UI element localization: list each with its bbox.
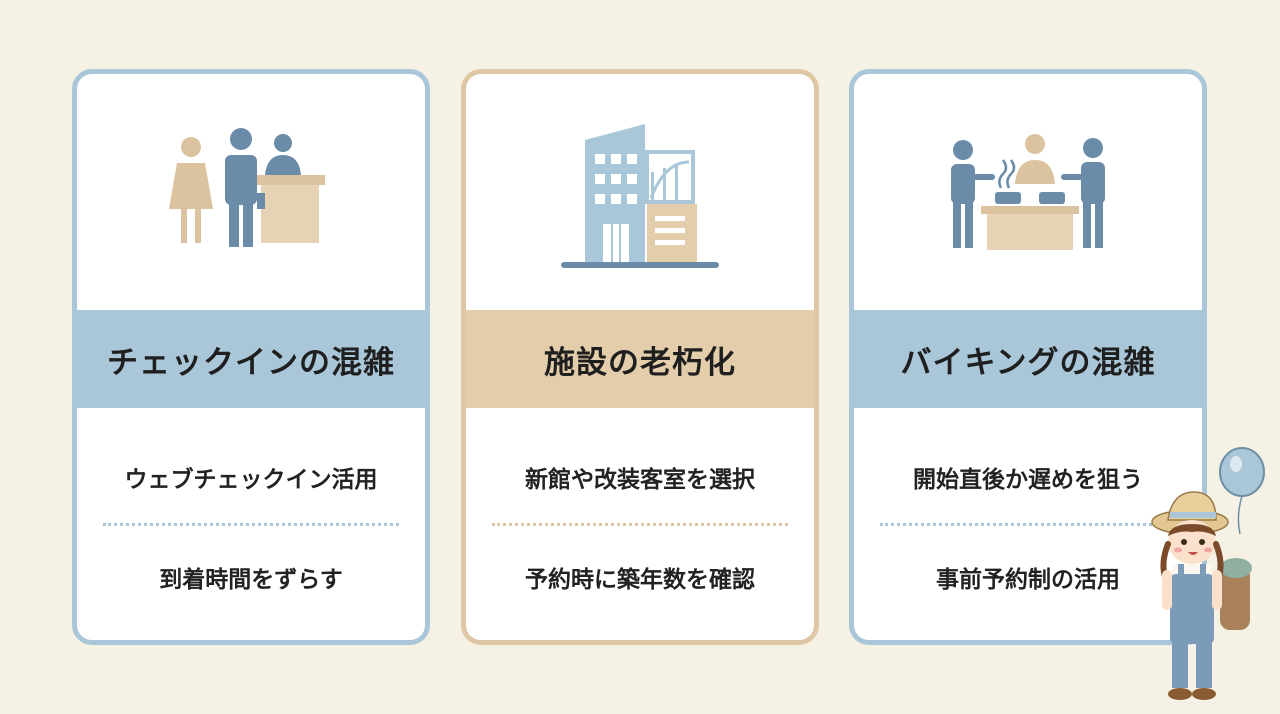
- tip-text: 開始直後か遅めを狙う: [913, 467, 1143, 493]
- tip-text: 到着時間をずらす: [159, 567, 343, 593]
- card-title: チェックインの混雑: [107, 344, 395, 381]
- dotted-divider: [103, 523, 399, 526]
- hotel-building-icon: [561, 124, 719, 268]
- card-title: 施設の老朽化: [544, 344, 736, 381]
- card-title-band: 施設の老朽化: [466, 310, 814, 408]
- card-facility: 施設の老朽化 新館や改装客室を選択 予約時に築年数を確認: [461, 69, 819, 645]
- tip-text: 事前予約制の活用: [936, 567, 1120, 593]
- card-title-band: チェックインの混雑: [77, 310, 425, 408]
- illustration-area: [466, 74, 814, 310]
- buffet-icon: [951, 134, 1105, 250]
- traveler-girl-with-balloon-icon: [1151, 447, 1265, 700]
- card-title: バイキングの混雑: [900, 344, 1156, 381]
- illustration-area: [854, 74, 1202, 310]
- check-in-counter-icon: [169, 128, 325, 247]
- tip-text: 新館や改装客室を選択: [525, 467, 755, 493]
- dotted-divider: [880, 523, 1176, 526]
- card-title-band: バイキングの混雑: [854, 310, 1202, 408]
- dotted-divider: [492, 523, 788, 526]
- illustration-area: [77, 74, 425, 310]
- tip-text: 予約時に築年数を確認: [525, 567, 755, 593]
- card-buffet: バイキングの混雑 開始直後か遅めを狙う 事前予約制の活用: [849, 69, 1207, 645]
- card-checkin: チェックインの混雑 ウェブチェックイン活用 到着時間をずらす: [72, 69, 430, 645]
- tip-text: ウェブチェックイン活用: [124, 467, 378, 493]
